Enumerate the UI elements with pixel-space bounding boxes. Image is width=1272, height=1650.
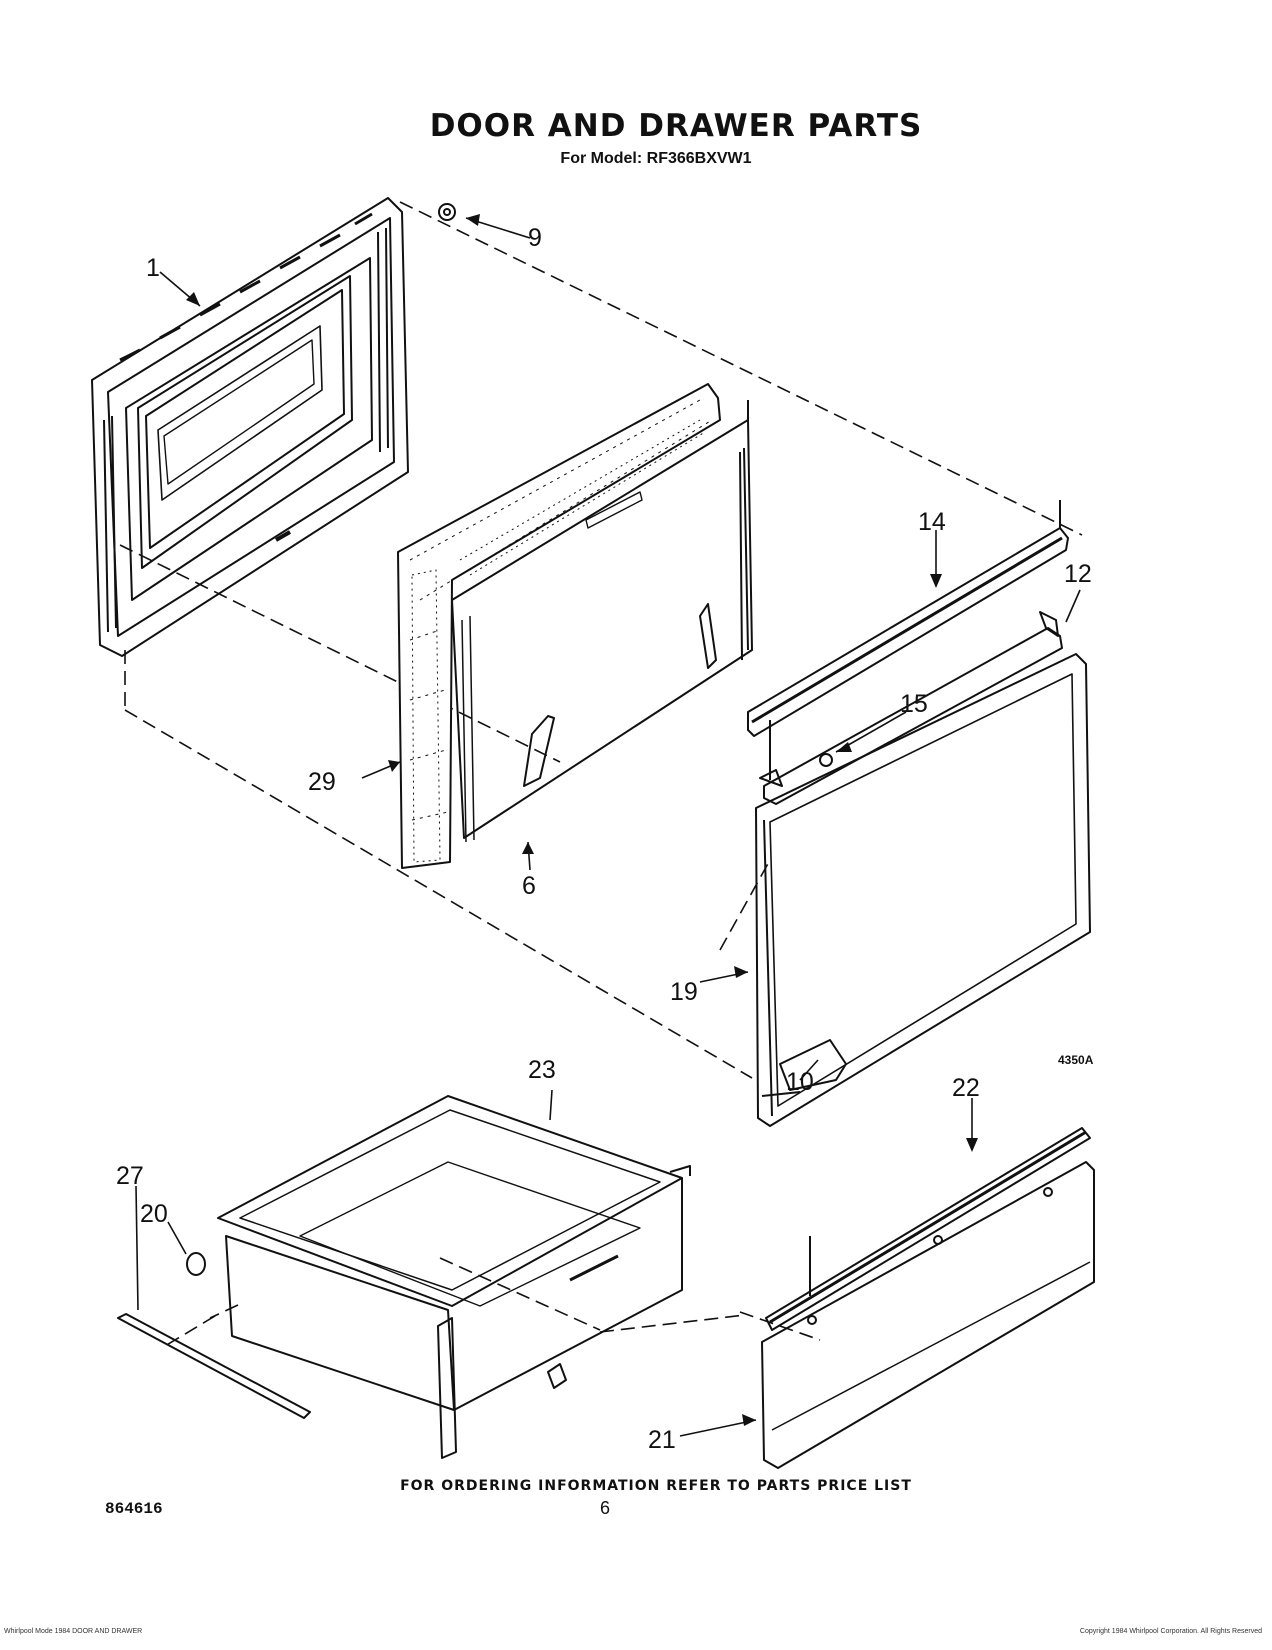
fine-print-left: Whirlpool Mode 1984 DOOR AND DRAWER bbox=[4, 1628, 143, 1635]
leader-arrowheads bbox=[186, 214, 978, 1426]
model-subtitle: For Model: RF366BXVW1 bbox=[560, 150, 752, 167]
callout-10: 10 bbox=[786, 1068, 814, 1096]
callout-22: 22 bbox=[952, 1074, 980, 1102]
callout-15: 15 bbox=[900, 690, 928, 718]
screw-part-9 bbox=[438, 203, 456, 221]
drawer-glide-part-20 bbox=[186, 1252, 206, 1276]
figure-reference: 4350A bbox=[1058, 1053, 1094, 1067]
callout-29: 29 bbox=[308, 768, 336, 796]
callout-14: 14 bbox=[918, 508, 946, 536]
page-number: 6 bbox=[600, 1498, 611, 1518]
door-handle-part-12 bbox=[759, 611, 1063, 805]
storage-drawer-part-23 bbox=[217, 1095, 691, 1459]
inner-door-panel-part-6 bbox=[451, 400, 753, 843]
ordering-note: FOR ORDERING INFORMATION REFER TO PARTS … bbox=[400, 1478, 912, 1494]
oven-door-frame-part-1 bbox=[91, 197, 409, 657]
callout-23: 23 bbox=[528, 1056, 556, 1084]
copyright-notice: Copyright 1984 Whirlpool Corporation. Al… bbox=[1079, 1628, 1262, 1635]
callout-21: 21 bbox=[648, 1426, 676, 1454]
callout-19: 19 bbox=[670, 978, 698, 1006]
callout-9: 9 bbox=[528, 224, 542, 252]
callout-6: 6 bbox=[522, 872, 536, 900]
door-trim-part-14 bbox=[747, 500, 1069, 737]
page-title: DOOR AND DRAWER PARTS bbox=[429, 108, 923, 144]
drawer-front-part-21 bbox=[761, 1161, 1095, 1469]
callout-20: 20 bbox=[140, 1200, 168, 1228]
document-number: 864616 bbox=[105, 1500, 163, 1518]
callout-1: 1 bbox=[146, 254, 160, 282]
door-insulation-part-29 bbox=[397, 383, 721, 869]
callout-27: 27 bbox=[116, 1162, 144, 1190]
outer-door-panel-part-19 bbox=[755, 653, 1091, 1127]
callout-12: 12 bbox=[1064, 560, 1092, 588]
assembly-dashed-lines bbox=[119, 201, 1083, 1347]
drawer-trim-part-22 bbox=[765, 1127, 1091, 1331]
drawer-rail-part-27 bbox=[117, 1313, 311, 1419]
